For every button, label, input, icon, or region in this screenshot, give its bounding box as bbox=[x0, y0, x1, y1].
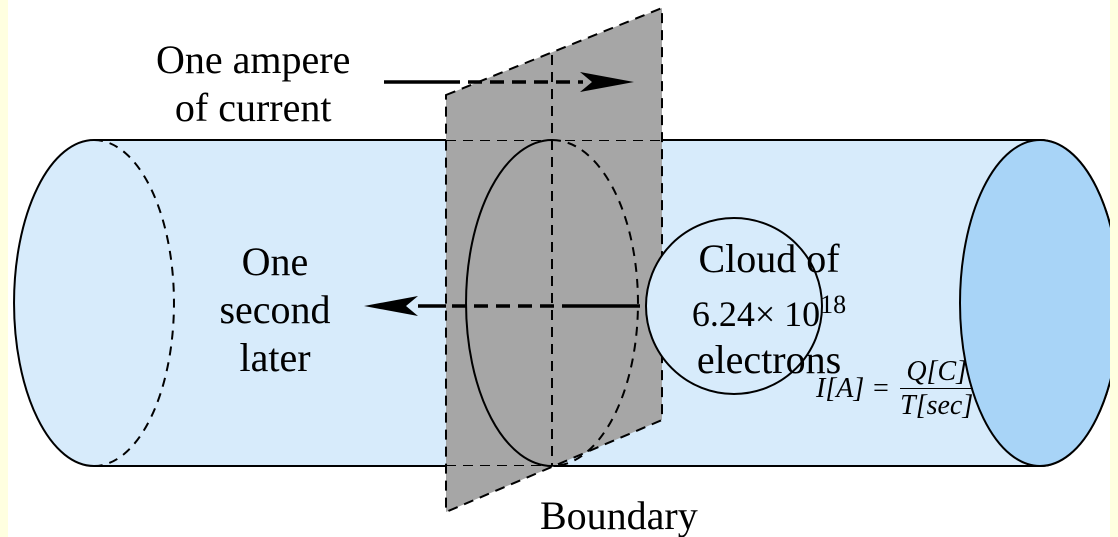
diagram-canvas: One ampere of current One second later C… bbox=[8, 0, 1110, 537]
formula-lhs: I[A] = bbox=[816, 373, 891, 404]
formula-denominator: T[sec] bbox=[900, 390, 974, 421]
electron-motion-arrow bbox=[364, 296, 640, 316]
cylinder-left-back-edge bbox=[93, 139, 175, 467]
later-label-line2: second bbox=[219, 287, 331, 332]
cloud-label-count: 6.24× 1018 bbox=[674, 282, 864, 337]
current-diagram bbox=[13, 6, 1110, 514]
cloud-label-line1: Cloud of bbox=[698, 236, 840, 281]
electron-cloud bbox=[645, 217, 823, 395]
current-label-line2: of current bbox=[174, 85, 332, 130]
cloud-label-line3: electrons bbox=[696, 337, 842, 382]
later-label-line1: One bbox=[241, 239, 309, 284]
current-label-line1: One ampere bbox=[156, 37, 351, 82]
formula-fraction: Q[C] T[sec] bbox=[894, 358, 979, 420]
boundary-label: Boundary bbox=[540, 493, 698, 537]
cylinder-right-end-face bbox=[959, 139, 1110, 467]
current-direction-arrow bbox=[384, 72, 634, 92]
boundary-plane bbox=[445, 6, 663, 514]
later-label: One second later bbox=[210, 238, 340, 382]
cloud-label: Cloud of 6.24× 1018 electrons bbox=[674, 236, 864, 383]
formula-numerator: Q[C] bbox=[900, 358, 974, 389]
later-label-line3: later bbox=[239, 335, 311, 380]
cloud-count-exponent: 18 bbox=[820, 290, 847, 319]
current-formula: I[A] = Q[C] T[sec] bbox=[816, 358, 979, 420]
cloud-count-mantissa: 6.24× 10 bbox=[691, 294, 821, 334]
current-label: One ampere of current bbox=[156, 36, 350, 132]
cross-section-back-edge bbox=[551, 139, 639, 467]
cross-section-front-edge bbox=[465, 139, 553, 467]
